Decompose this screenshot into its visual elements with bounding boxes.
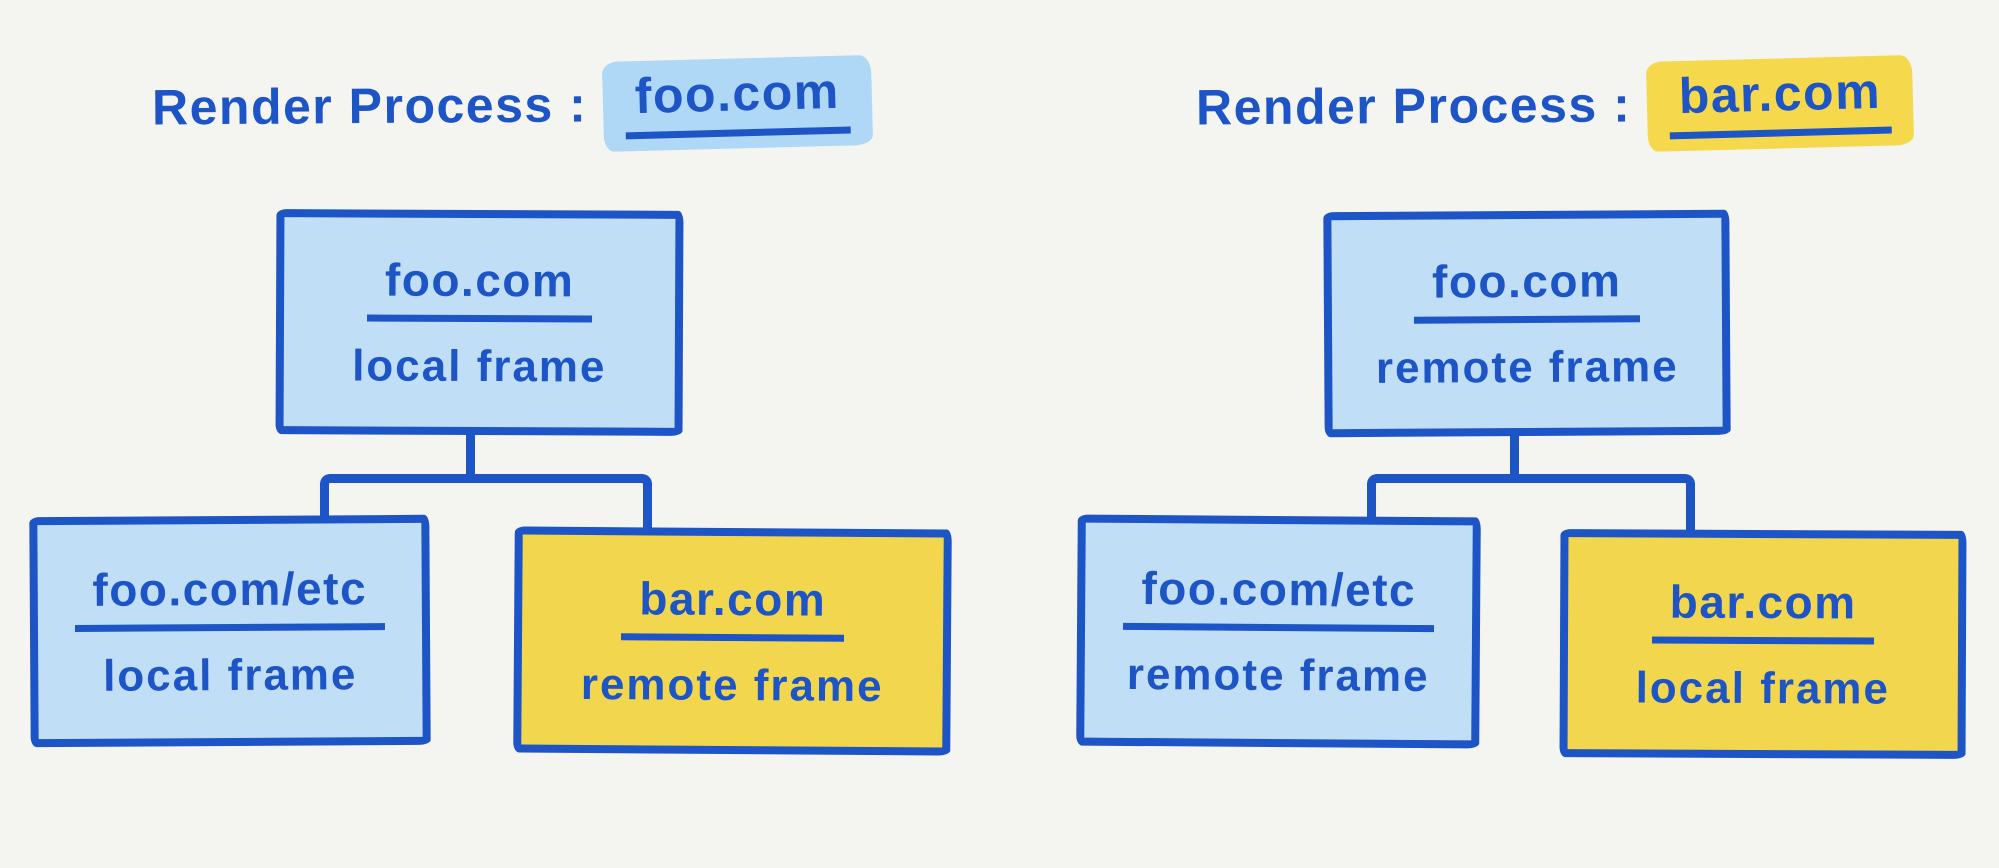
root-frame-box: foo.com remote frame [1323,209,1731,438]
child-frame-box-left: foo.com/etc local frame [29,514,431,748]
connector-bracket [320,474,652,536]
child-frame-box-right: bar.com local frame [1559,529,1967,759]
title-prefix: Render Process : [1195,76,1632,136]
child-frame-box-right: bar.com remote frame [513,526,952,756]
render-process-title: Render Process : foo.com [151,54,874,152]
connector-bracket [1367,474,1695,536]
connector-stem [1510,430,1519,480]
title-domain: foo.com [624,61,852,140]
connector-stem [466,430,475,480]
child-frame-box-left: foo.com/etc remote frame [1076,514,1481,749]
frame-domain-label: bar.com [621,570,845,642]
title-domain-highlight: bar.com [1646,54,1915,152]
frame-domain-label: foo.com [1413,253,1640,324]
frame-type-label: local frame [352,341,607,392]
frame-domain-label: bar.com [1651,574,1875,644]
frame-type-label: local frame [102,649,358,701]
frame-type-label: local frame [1635,662,1891,714]
title-domain-highlight: foo.com [602,54,874,152]
title-domain: bar.com [1668,61,1893,140]
frame-domain-label: foo.com/etc [1123,560,1435,633]
render-process-title: Render Process : bar.com [1195,54,1915,152]
frame-type-label: remote frame [1375,342,1679,393]
frame-type-label: remote frame [580,659,884,711]
root-frame-box: foo.com local frame [275,209,684,436]
frame-domain-label: foo.com/etc [74,560,386,632]
title-prefix: Render Process : [151,76,588,136]
frame-domain-label: foo.com [366,252,593,323]
frame-type-label: remote frame [1126,649,1430,702]
